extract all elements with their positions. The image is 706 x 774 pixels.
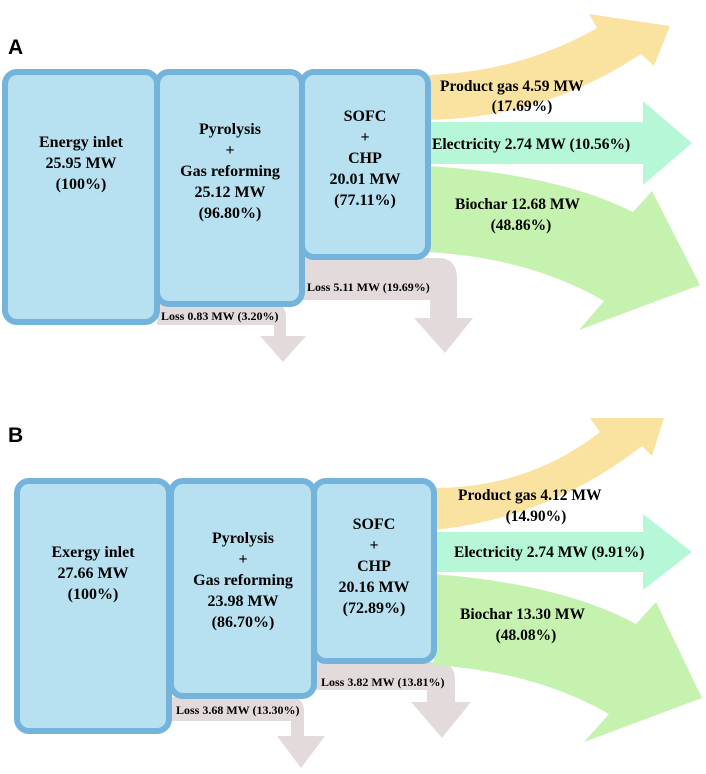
- panel-b-electricity-arrow: [434, 514, 692, 590]
- panel-a-sofc-line2: CHP: [348, 150, 382, 167]
- panel-a-pyrolysis-pct: (96.80%): [199, 205, 262, 222]
- panel-a-electricity-arrow: [428, 101, 692, 185]
- panel-b-product-gas-label: Product gas 4.12 MW: [458, 487, 602, 504]
- panel-b-inlet-title: Exergy inlet: [51, 544, 135, 561]
- panel-b-biochar-arrow: [434, 574, 702, 742]
- panel-a-sofc-value: 20.01 MW: [329, 171, 400, 188]
- panel-a-pyrolysis-plus: +: [225, 142, 234, 159]
- panel-b-loss1-arrow: [171, 697, 325, 768]
- panel-b-inlet-value: 27.66 MW: [57, 565, 128, 582]
- panel-b-pyrolysis-value: 23.98 MW: [207, 593, 278, 610]
- panel-b-loss2-arrow: [314, 662, 471, 738]
- panel-b-biochar-pct: (48.08%): [496, 627, 557, 644]
- panel-a-inlet-value: 25.95 MW: [45, 155, 116, 172]
- panel-a-sofc-line1: SOFC: [344, 108, 387, 125]
- panel-a-loss1-arrow: [157, 303, 306, 362]
- panel-b-label: B: [8, 424, 23, 447]
- panel-b-pyrolysis-line1: Pyrolysis: [212, 530, 274, 547]
- panel-b-product-gas-arrow: [434, 418, 664, 530]
- panel-a-loss2-label: Loss 5.11 MW (19.69%): [307, 280, 430, 294]
- panel-a-electricity-label: Electricity 2.74 MW (10.56%): [432, 136, 630, 153]
- panel-b-sofc-line1: SOFC: [353, 516, 396, 533]
- panel-b-sofc-box: [311, 478, 437, 664]
- panel-a-inlet-box: [2, 69, 160, 325]
- panel-a: A Energy inlet 25.95 MW (100%) Pyrolysis…: [2, 14, 700, 362]
- panel-b-pyrolysis-pct: (86.70%): [212, 614, 275, 631]
- panel-a-biochar-arrow: [428, 166, 700, 330]
- panel-b-inlet-pct: (100%): [68, 586, 119, 603]
- panel-b-sofc-pct: (72.89%): [343, 600, 406, 617]
- panel-b: B Exergy inlet 27.66 MW (100%) Pyrolysis…: [8, 418, 702, 768]
- panel-b-loss1-label: Loss 3.68 MW (13.30%): [176, 703, 299, 717]
- panel-a-biochar-label: Biochar 12.68 MW: [455, 196, 580, 213]
- panel-a-loss1-label: Loss 0.83 MW (3.20%): [161, 309, 278, 323]
- panel-b-sofc-plus: +: [369, 537, 378, 554]
- panel-b-electricity-label: Electricity 2.74 MW (9.91%): [454, 544, 644, 561]
- panel-a-biochar-pct: (48.86%): [491, 217, 552, 234]
- panel-a-product-gas-arrow: [428, 14, 670, 120]
- panel-b-inlet-box: [14, 478, 172, 734]
- panel-a-sofc-pct: (77.11%): [334, 192, 396, 209]
- panel-a-label: A: [8, 36, 23, 59]
- panel-a-product-gas-pct: (17.69%): [492, 98, 553, 115]
- panel-b-loss2-label: Loss 3.82 MW (13.81%): [321, 675, 444, 689]
- panel-a-loss2-arrow: [302, 258, 473, 353]
- panel-b-sofc-value: 20.16 MW: [338, 579, 409, 596]
- panel-b-pyrolysis-line2: Gas reforming: [193, 572, 293, 589]
- panel-b-pyrolysis-plus: +: [238, 551, 247, 568]
- panel-b-sofc-line2: CHP: [357, 558, 391, 575]
- panel-a-pyrolysis-line1: Pyrolysis: [199, 121, 261, 138]
- panel-a-sofc-plus: +: [360, 129, 369, 146]
- panel-b-product-gas-pct: (14.90%): [506, 508, 567, 525]
- panel-a-sofc-box: [299, 69, 431, 260]
- panel-b-biochar-label: Biochar 13.30 MW: [460, 606, 585, 623]
- panel-a-pyrolysis-value: 25.12 MW: [194, 184, 265, 201]
- panel-a-product-gas-label: Product gas 4.59 MW: [440, 78, 584, 95]
- panel-a-pyrolysis-line2: Gas reforming: [180, 163, 280, 180]
- panel-a-inlet-pct: (100%): [56, 176, 107, 193]
- panel-a-inlet-title: Energy inlet: [39, 134, 124, 151]
